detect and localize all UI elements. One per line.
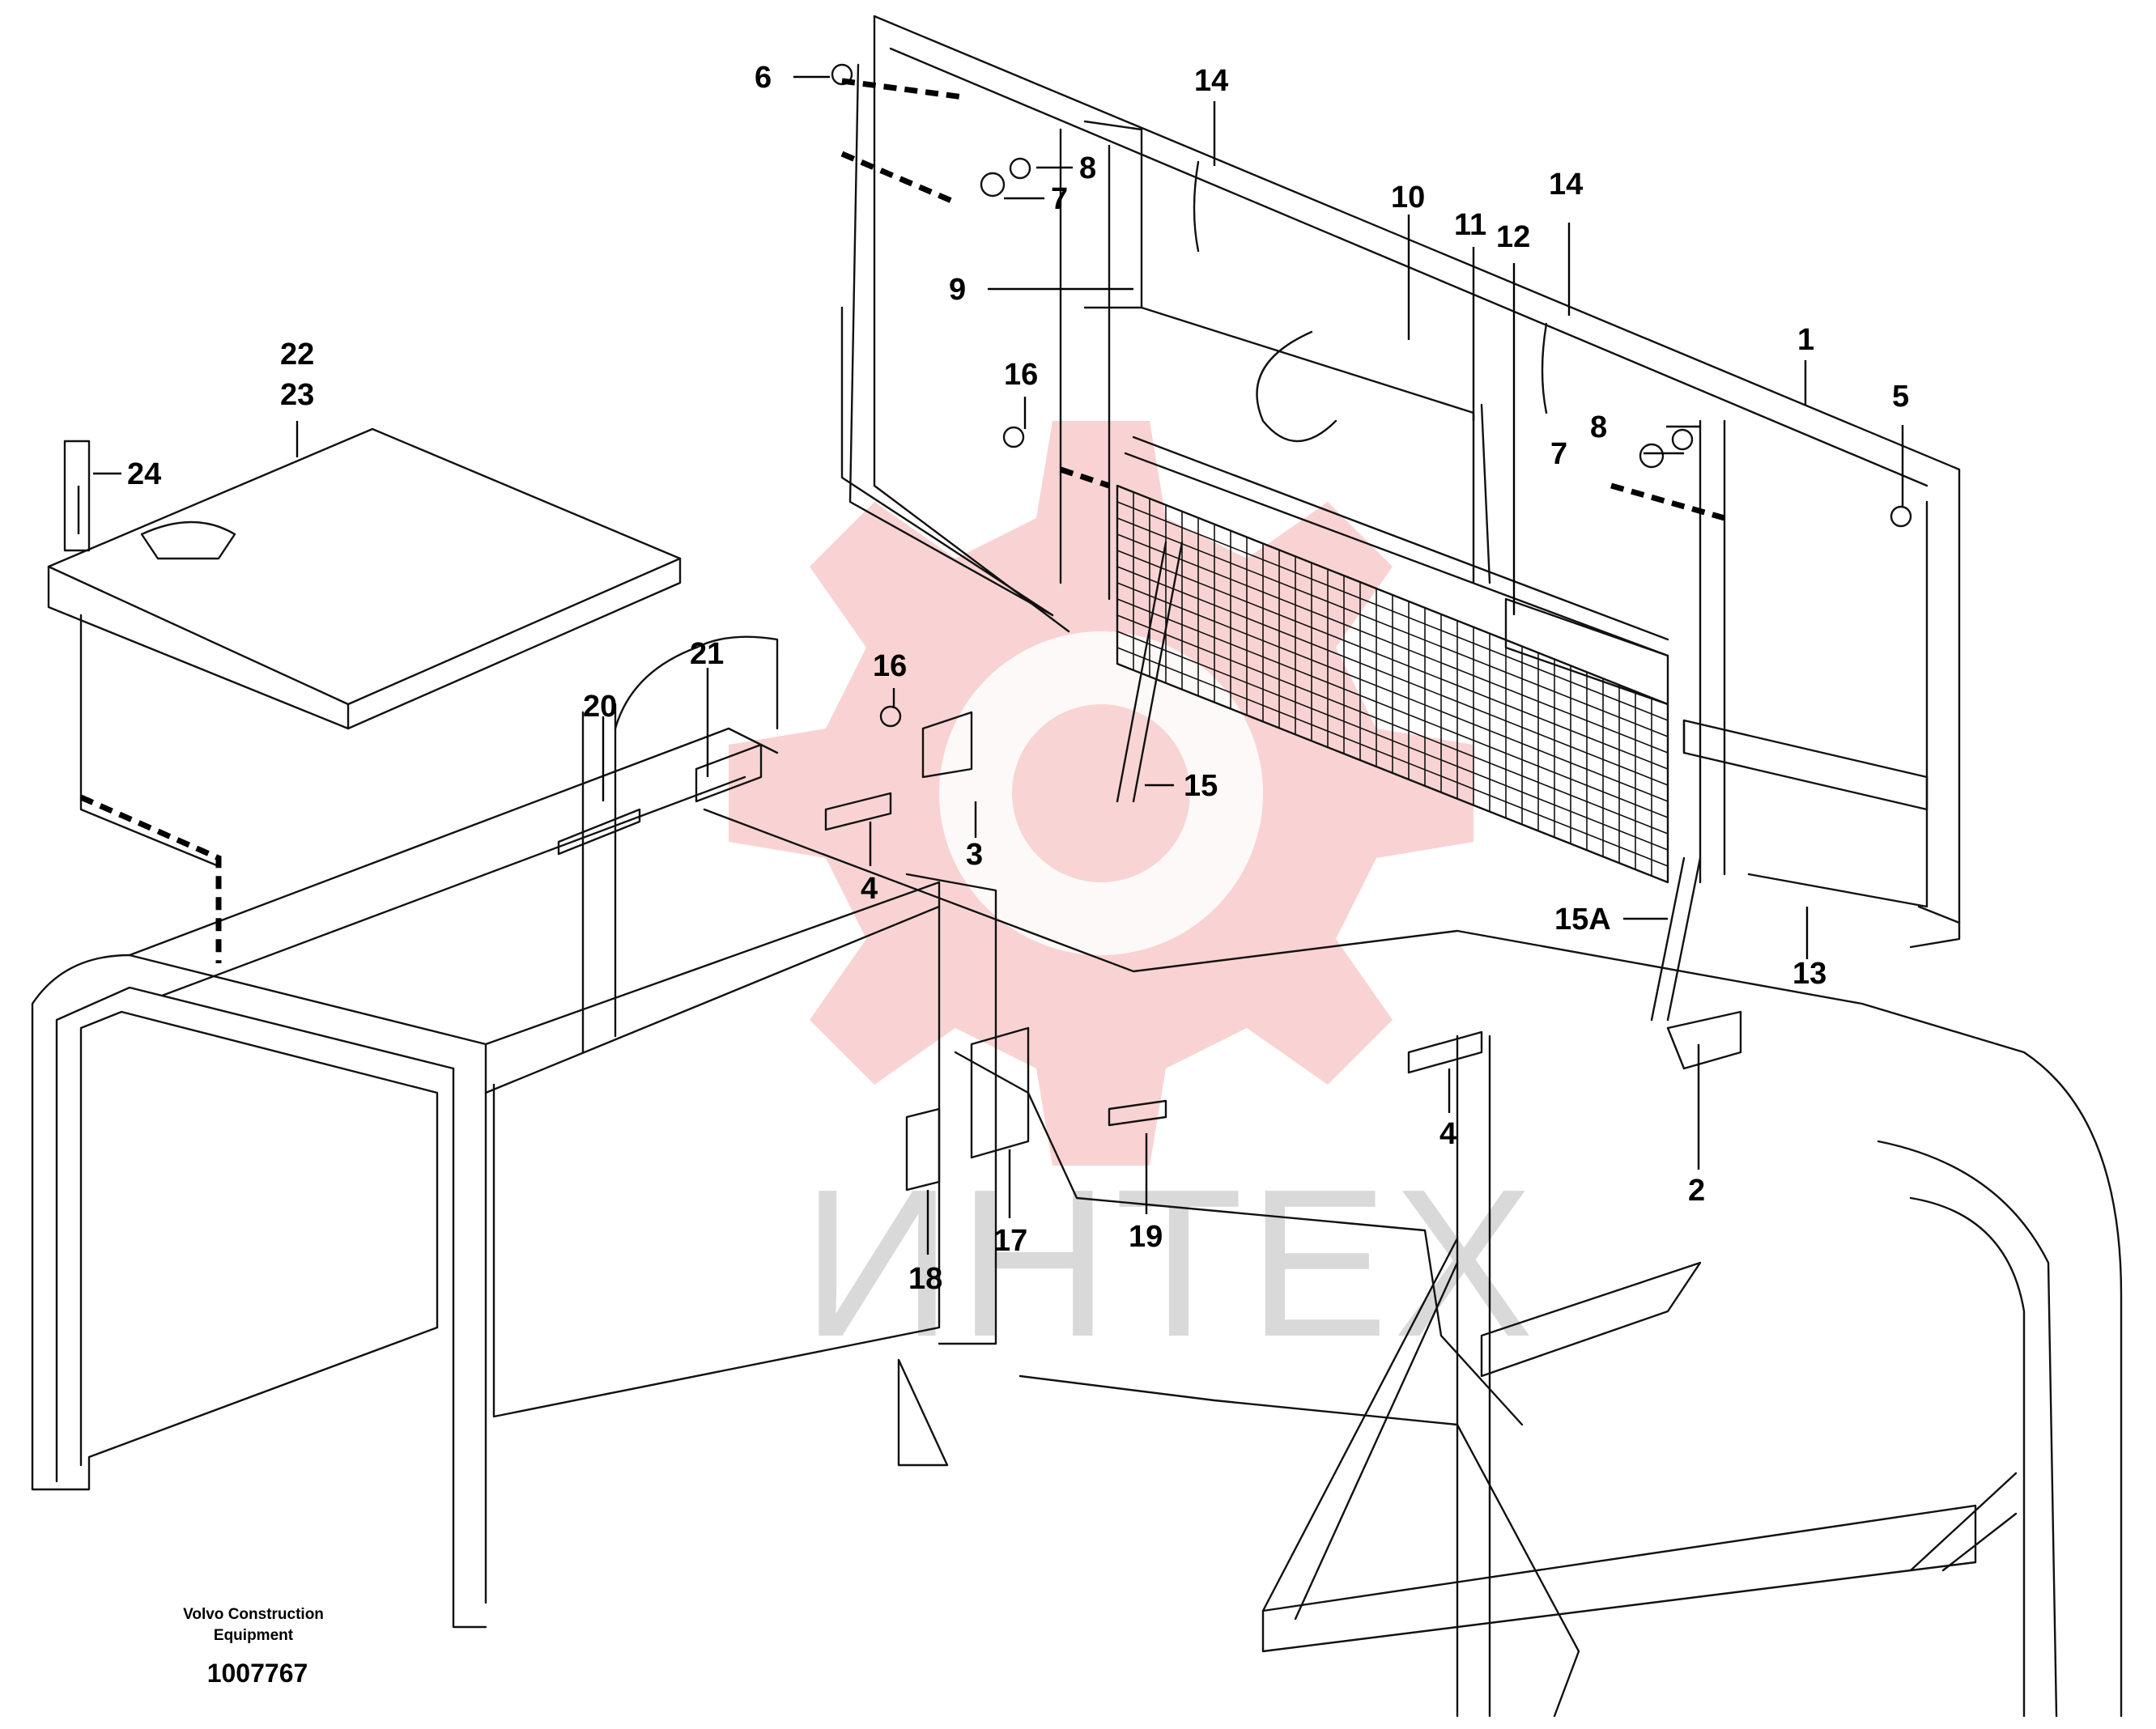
cab-floor xyxy=(703,808,2123,1718)
nut-8-left-icon xyxy=(1009,157,1031,180)
callout-14-left: 14 xyxy=(1194,64,1228,98)
callout-2: 2 xyxy=(1688,1174,1705,1208)
plate-17-icon xyxy=(970,1026,1030,1159)
screw-6-icon xyxy=(831,63,853,86)
callout-leaders xyxy=(77,75,1904,1255)
callout-22: 22 xyxy=(280,338,314,372)
bracket-3-icon xyxy=(921,711,973,779)
callout-10: 10 xyxy=(1391,181,1425,215)
dashed-leaders xyxy=(79,78,1725,963)
washer-7-left-icon xyxy=(980,172,1006,198)
callout-12: 12 xyxy=(1496,220,1530,254)
callout-16-top: 16 xyxy=(1004,358,1038,392)
callout-15a: 15A xyxy=(1554,903,1611,937)
latch-14-right-icon xyxy=(1541,322,1548,414)
bolt-4-left-icon xyxy=(824,792,892,831)
callout-20: 20 xyxy=(583,690,617,724)
callout-7-left: 7 xyxy=(1051,182,1068,216)
callout-21: 21 xyxy=(690,637,724,671)
nut-16-top-icon xyxy=(1002,426,1025,448)
callout-4-right: 4 xyxy=(1439,1117,1456,1151)
hardware-parts xyxy=(63,63,1912,1192)
nut-8-right-icon xyxy=(1671,428,1694,451)
callout-7-right: 7 xyxy=(1550,437,1567,471)
bracket-21-icon xyxy=(695,743,763,803)
gas-strut-15-icon xyxy=(1116,541,1167,803)
callout-18: 18 xyxy=(908,1262,942,1296)
callout-8-left: 8 xyxy=(1079,151,1096,185)
callout-8-right: 8 xyxy=(1590,410,1607,444)
gas-strut-15a-icon xyxy=(1650,856,1686,1022)
bolt-24-icon xyxy=(63,440,91,552)
watermark-gear-core xyxy=(1012,704,1190,882)
callout-9: 9 xyxy=(949,273,966,307)
rear-panel-assembly xyxy=(840,15,1961,949)
figure-number: 1007767 xyxy=(207,1659,308,1688)
callout-6: 6 xyxy=(755,61,772,95)
mesh-screen xyxy=(1116,484,1669,884)
callout-16-lower: 16 xyxy=(873,649,907,683)
callout-4-left: 4 xyxy=(861,872,878,906)
publisher-line-1: Volvo Construction xyxy=(183,1606,324,1623)
callout-17: 17 xyxy=(993,1224,1027,1258)
clip-18-icon xyxy=(905,1107,941,1192)
callout-labels: 1 2 3 4 4 5 6 7 7 8 8 9 10 11 12 13 14 1… xyxy=(127,61,1909,1296)
latch-14-left-icon xyxy=(1193,160,1200,253)
callout-15: 15 xyxy=(1184,769,1218,803)
callout-3: 3 xyxy=(966,838,983,872)
screw-5-icon xyxy=(1890,505,1912,528)
callout-19: 19 xyxy=(1129,1220,1163,1254)
bolt-4-right-icon xyxy=(1407,1030,1483,1074)
nut-16-lower-icon xyxy=(879,705,902,728)
callout-11: 11 xyxy=(1454,208,1486,242)
callout-14-right: 14 xyxy=(1549,168,1583,202)
callout-1: 1 xyxy=(1797,323,1814,357)
washer-7-right-icon xyxy=(1639,443,1665,469)
figure-footer: Volvo Construction Equipment 1007767 xyxy=(183,1606,324,1688)
callout-13: 13 xyxy=(1792,957,1826,991)
callout-23: 23 xyxy=(280,378,314,412)
publisher-line-2: Equipment xyxy=(214,1627,294,1644)
rail-20-icon xyxy=(557,808,641,856)
bracket-2-icon xyxy=(1666,1010,1742,1070)
callout-24: 24 xyxy=(127,457,161,491)
callout-5: 5 xyxy=(1892,380,1909,414)
bolt-19-icon xyxy=(1108,1099,1167,1127)
side-cover xyxy=(47,427,682,868)
